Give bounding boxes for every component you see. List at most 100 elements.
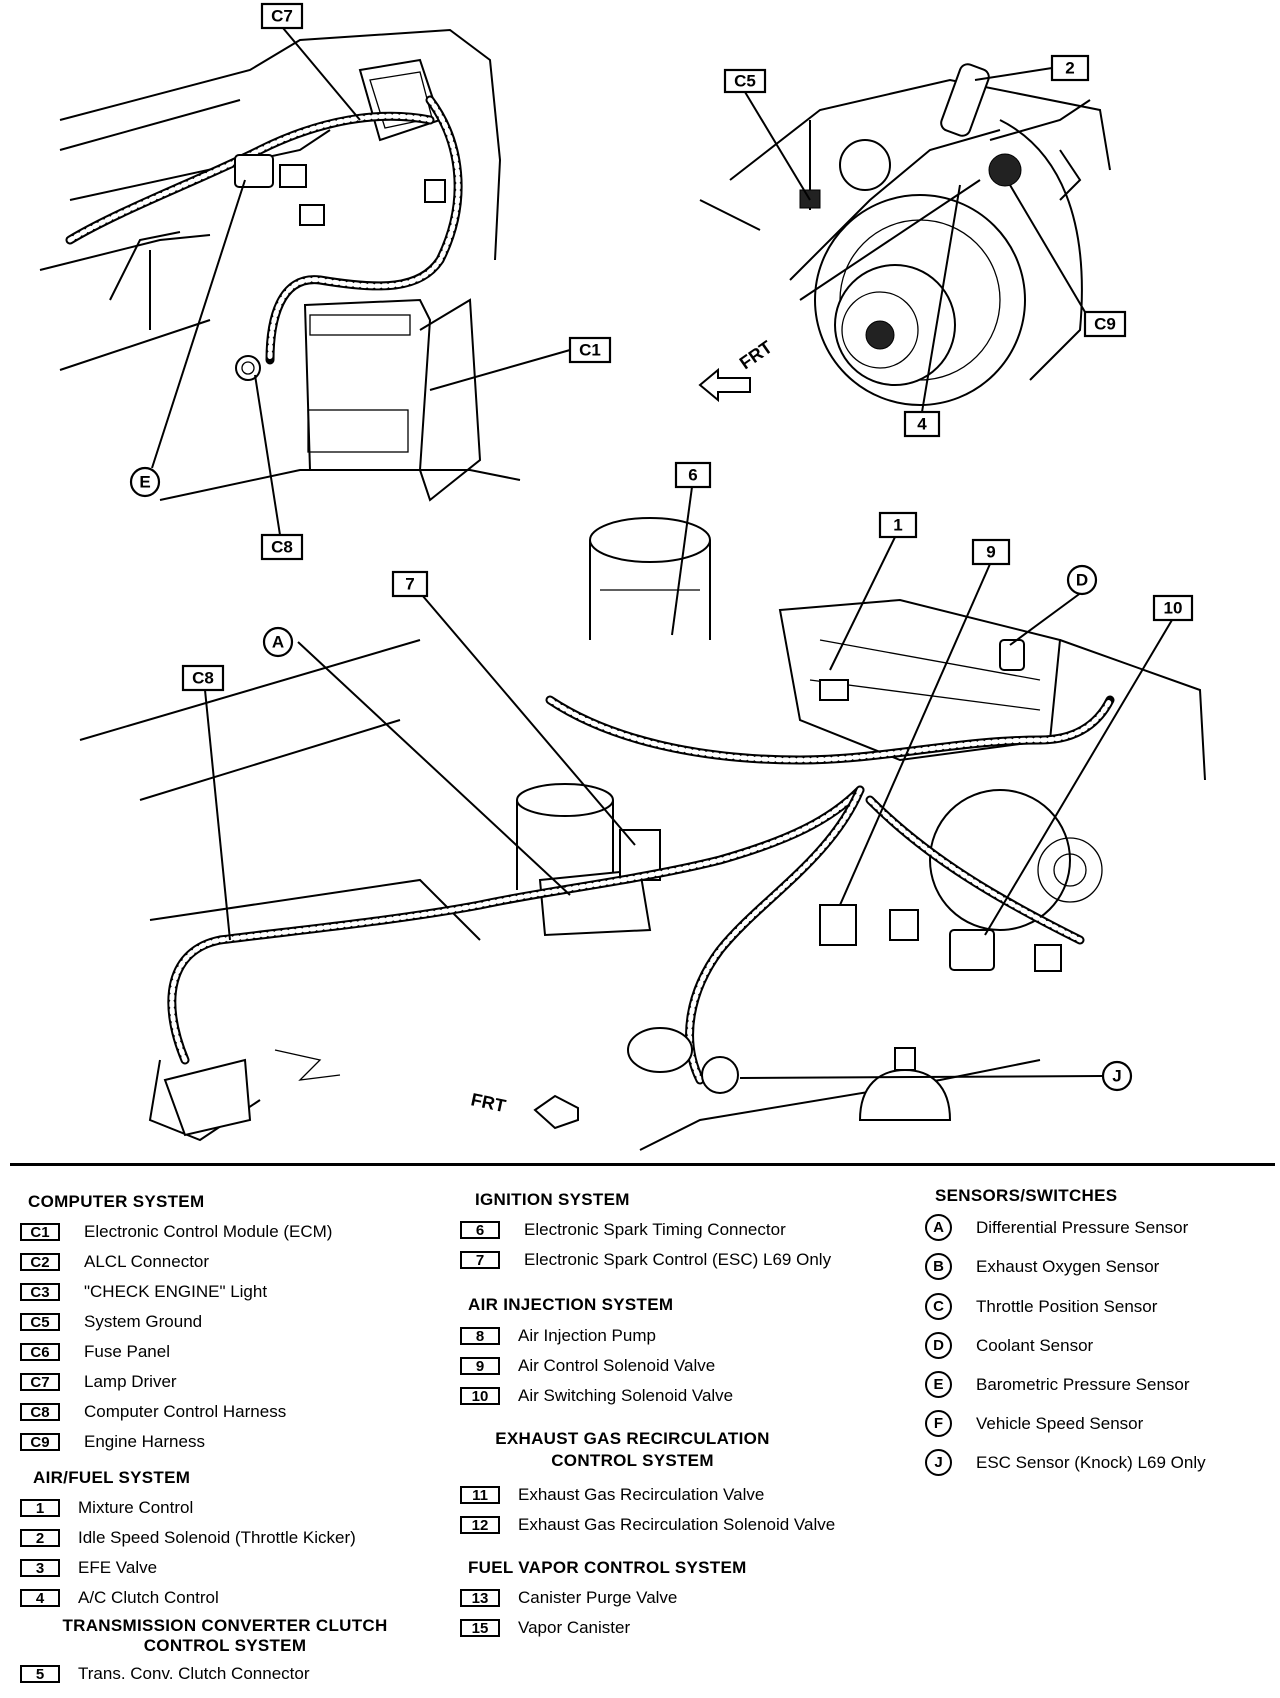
callout-6: 6 — [674, 461, 712, 489]
legend-label: "CHECK ENGINE" Light — [84, 1282, 268, 1301]
legend-key: 15 — [460, 1619, 500, 1637]
legend-label: Vehicle Speed Sensor — [976, 1413, 1144, 1433]
frt-label-top: FRT — [736, 337, 776, 373]
legend-key: 1 — [20, 1499, 60, 1517]
legend-label: Lamp Driver — [84, 1372, 177, 1391]
legend-key: C2 — [20, 1253, 60, 1271]
legend-item: C7 Lamp Driver — [20, 1372, 177, 1392]
callout-c1-text: C1 — [579, 341, 601, 360]
section-title: SENSORS/SWITCHES — [935, 1186, 1118, 1205]
callout-9-text: 9 — [986, 543, 995, 562]
frt-label-bottom: FRT — [469, 1089, 507, 1116]
legend-key: 12 — [460, 1516, 500, 1534]
legend-label: Exhaust Gas Recirculation Valve — [518, 1485, 765, 1504]
engine-compartment-view: FRT — [79, 517, 1206, 1151]
legend-key: C9 — [20, 1433, 60, 1451]
legend-item: C Throttle Position Sensor — [925, 1293, 1157, 1320]
callout-j-text: J — [1112, 1067, 1121, 1086]
legend-item: 2 Idle Speed Solenoid (Throttle Kicker) — [20, 1528, 356, 1548]
legend-label: Electronic Control Module (ECM) — [84, 1222, 333, 1241]
legend-label: Barometric Pressure Sensor — [976, 1374, 1190, 1394]
callout-c8-text: C8 — [192, 669, 214, 688]
legend-key: 2 — [20, 1529, 60, 1547]
legend-key: C1 — [20, 1223, 60, 1241]
legend-key: B — [925, 1253, 952, 1280]
legend-label: System Ground — [84, 1312, 203, 1331]
legend-key: 3 — [20, 1559, 60, 1577]
legend-item: C3 "CHECK ENGINE" Light — [20, 1282, 267, 1302]
legend-key: 11 — [460, 1486, 500, 1504]
legend-key: C7 — [20, 1373, 60, 1391]
legend-label: Computer Control Harness — [84, 1402, 287, 1421]
component-locator-illustration: FRT — [39, 2, 1206, 1151]
callout-1: 1 — [878, 511, 918, 539]
legend-label: Idle Speed Solenoid (Throttle Kicker) — [78, 1528, 356, 1547]
legend-key: 6 — [460, 1221, 500, 1239]
legend-item: C1 Electronic Control Module (ECM) — [20, 1222, 332, 1242]
legend-label: Air Switching Solenoid Valve — [518, 1386, 734, 1405]
section-title: IGNITION SYSTEM — [475, 1190, 630, 1209]
legend-key: J — [925, 1449, 952, 1476]
section-title-line2: CONTROL SYSTEM — [551, 1451, 714, 1470]
callout-7-text: 7 — [405, 575, 414, 594]
legend-item: B Exhaust Oxygen Sensor — [925, 1253, 1159, 1280]
legend-item: 1 Mixture Control — [20, 1498, 193, 1518]
callout-2: 2 — [1050, 54, 1090, 82]
legend-label: Mixture Control — [78, 1498, 194, 1517]
legend-label: Trans. Conv. Clutch Connector — [78, 1664, 310, 1683]
legend-label: Coolant Sensor — [976, 1335, 1094, 1355]
section-title-line1: TRANSMISSION CONVERTER CLUTCH — [62, 1616, 388, 1635]
callout-6-text: 6 — [688, 466, 697, 485]
legend-key: 7 — [460, 1251, 500, 1269]
callout-e-text: E — [139, 473, 150, 492]
callout-c9: C9 — [1083, 310, 1127, 338]
legend-label: Electronic Spark Timing Connector — [524, 1220, 786, 1239]
callout-10-text: 10 — [1164, 599, 1183, 618]
legend-item: C5 System Ground — [20, 1312, 202, 1332]
section-title-line1: EXHAUST GAS RECIRCULATION — [495, 1429, 770, 1448]
callout-d: D — [1066, 564, 1098, 596]
legend-item: 5 Trans. Conv. Clutch Connector — [20, 1664, 309, 1684]
legend-item: 6 Electronic Spark Timing Connector — [460, 1220, 786, 1240]
callout-c1: C1 — [568, 336, 612, 364]
legend-key: D — [925, 1332, 952, 1359]
legend-item: D Coolant Sensor — [925, 1332, 1093, 1359]
legend-key: E — [925, 1371, 952, 1398]
callout-c9-text: C9 — [1094, 315, 1116, 334]
legend-key: C6 — [20, 1343, 60, 1361]
callout-1-text: 1 — [893, 516, 902, 535]
callout-10: 10 — [1152, 594, 1194, 622]
legend-key: 5 — [20, 1665, 60, 1683]
legend-label: Exhaust Oxygen Sensor — [976, 1256, 1160, 1276]
legend-item: 7 Electronic Spark Control (ESC) L69 Only — [460, 1250, 831, 1270]
legend-label: Throttle Position Sensor — [976, 1296, 1158, 1316]
callout-9: 9 — [971, 538, 1011, 566]
callout-2-text: 2 — [1065, 59, 1074, 78]
legend-item: 11 Exhaust Gas Recirculation Valve — [460, 1485, 764, 1505]
leader-lines — [151, 27, 1173, 1079]
callout-4: 4 — [903, 410, 941, 438]
legend-label: Air Injection Pump — [518, 1326, 656, 1345]
legend-key: C — [925, 1293, 952, 1320]
section-title: FUEL VAPOR CONTROL SYSTEM — [468, 1558, 747, 1577]
callout-c8-top: C8 — [260, 533, 304, 561]
legend-item: 15 Vapor Canister — [460, 1618, 630, 1638]
callout-c7-text: C7 — [271, 7, 293, 26]
callout-7: 7 — [391, 570, 429, 598]
engine-front-view: FRT — [698, 63, 1111, 406]
legend-label: Vapor Canister — [518, 1618, 631, 1637]
legend-key: C3 — [20, 1283, 60, 1301]
legend-label: ALCL Connector — [84, 1252, 210, 1271]
legend-label: A/C Clutch Control — [78, 1588, 219, 1607]
legend-label: Electronic Spark Control (ESC) L69 Only — [524, 1250, 832, 1269]
legend-item: E Barometric Pressure Sensor — [925, 1371, 1190, 1398]
legend-label: Engine Harness — [84, 1432, 205, 1451]
legend-key: C5 — [20, 1313, 60, 1331]
